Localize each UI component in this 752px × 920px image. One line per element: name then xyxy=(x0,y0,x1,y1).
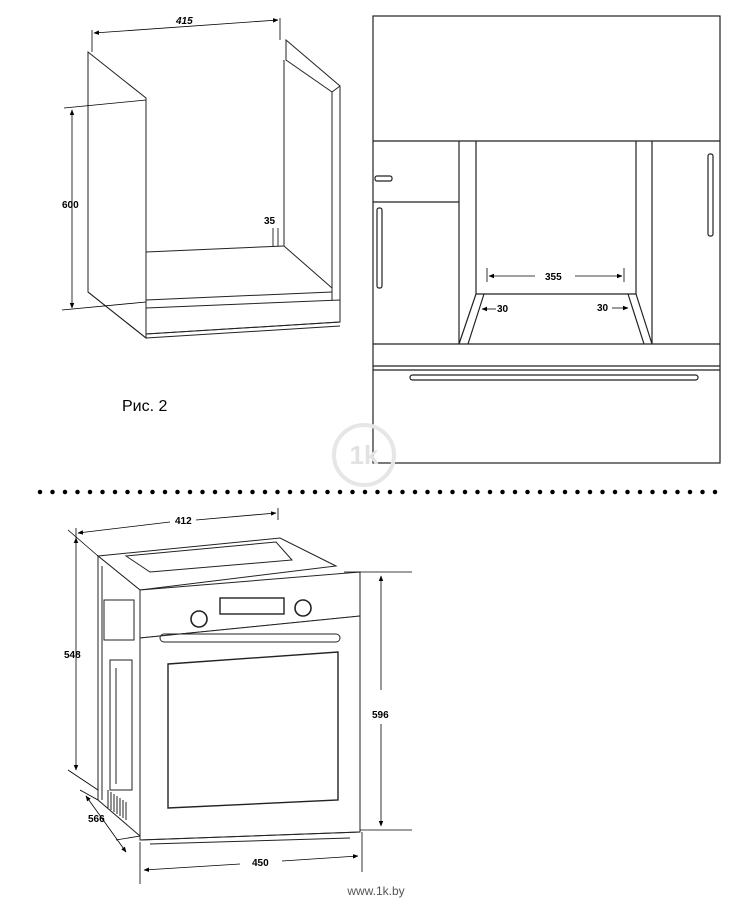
cabinet-left-panel xyxy=(87,50,147,340)
niche-left-gap-dimension: 30 xyxy=(481,304,509,315)
cabinet-width-label: 415 xyxy=(175,16,193,27)
right-upper-handle xyxy=(707,153,714,237)
oven-front-height-dimension: 596 xyxy=(344,571,412,831)
niche-left-gap-label: 30 xyxy=(497,304,509,315)
cabinet-width-dimension: 415 xyxy=(91,16,281,52)
drawer-handle xyxy=(409,374,699,381)
left-upper-handle xyxy=(374,175,393,182)
oven-drawing xyxy=(96,537,361,845)
cabinet-rear-gap-label: 35 xyxy=(264,216,276,227)
oven-top-width-dimension: 412 xyxy=(75,508,279,540)
oven-window xyxy=(167,651,339,809)
cabinet-bottom-rail xyxy=(145,299,341,335)
oven-display xyxy=(219,597,285,615)
niche-right-gap-dimension: 30 xyxy=(597,303,629,314)
cabinet-height-label: 600 xyxy=(62,200,79,211)
oven-front-height-label: 596 xyxy=(372,710,389,721)
cabinet-height-dimension: 600 xyxy=(61,99,147,311)
oven-left-side xyxy=(97,554,141,838)
right-knob-icon xyxy=(294,599,312,617)
oven-top-width-label: 412 xyxy=(175,516,192,527)
figure-caption: Рис. 2 xyxy=(122,398,168,415)
niche-front-drawing xyxy=(372,15,721,464)
niche-opening-dimension: 355 xyxy=(486,268,625,283)
site-url: www.1k.by xyxy=(347,884,405,898)
niche-outer-frame xyxy=(372,15,721,464)
oven-body-height-dimension: 548 xyxy=(64,529,99,791)
oven-door-handle xyxy=(159,633,341,643)
left-lower-handle xyxy=(376,207,383,289)
left-knob-icon xyxy=(190,610,208,628)
cabinet-right-panel xyxy=(285,38,341,319)
niche-opening-label: 355 xyxy=(545,272,562,283)
oven-front-width-label: 450 xyxy=(252,858,269,869)
oven-depth-dimension: 566 xyxy=(79,789,141,853)
oven-front-width-dimension: 450 xyxy=(139,832,363,884)
cabinet-rear-gap-dimension: 35 xyxy=(264,216,279,246)
oven-body-height-label: 548 xyxy=(64,650,81,661)
oven-depth-label: 566 xyxy=(88,814,105,825)
cabinet-drawing xyxy=(87,38,341,340)
niche-right-gap-label: 30 xyxy=(597,303,609,314)
watermark-logo: 1k xyxy=(332,423,396,487)
watermark-text: 1k xyxy=(349,439,379,470)
